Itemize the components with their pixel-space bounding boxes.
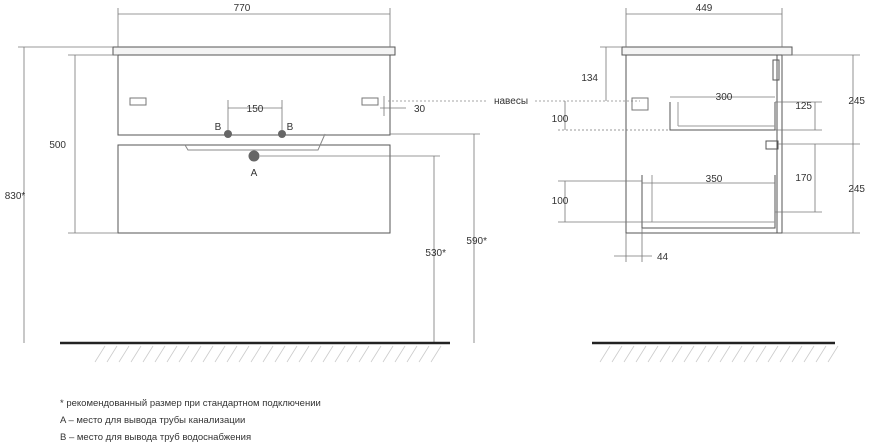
floor-hatch-line	[202, 345, 214, 363]
marker-b-left-label: B	[215, 122, 222, 133]
floor-hatch-line	[683, 345, 695, 363]
front-width-label: 770	[234, 3, 251, 14]
floor-to-body-label: 590*	[466, 236, 487, 247]
floor-hatch-line	[262, 345, 274, 363]
front-handle	[184, 133, 326, 151]
floor-hatch-line	[671, 345, 683, 363]
floor-hatch-line	[166, 345, 178, 363]
marker-b-right-label: B	[287, 122, 294, 133]
front-floor	[60, 341, 450, 363]
floor-hatch-line	[755, 345, 767, 363]
side-depth-label: 449	[696, 3, 713, 14]
floor-hatch-line	[635, 345, 647, 363]
floor-hatch-line	[791, 345, 803, 363]
front-dimensions	[18, 8, 480, 343]
hinges-label: навесы	[494, 96, 528, 107]
floor-hatch-line	[599, 345, 611, 363]
floor-hatch-line	[623, 345, 635, 363]
side-dimensions	[558, 8, 860, 262]
floor-hatch-line	[118, 345, 130, 363]
floor-hatch-line	[767, 345, 779, 363]
front-left-bracket	[129, 97, 147, 106]
floor-hatch-line	[178, 345, 190, 363]
floor-hatch-line	[130, 345, 142, 363]
upper-section-label: 245	[848, 96, 865, 107]
lower-drawer	[641, 175, 776, 229]
floor-hatch-line	[346, 345, 358, 363]
floor-hatch-line	[695, 345, 707, 363]
front-upper-panel	[117, 54, 391, 136]
lower-drawer-depth-label: 350	[706, 174, 723, 185]
floor-hatch-line	[382, 345, 394, 363]
floor-hatch-line	[827, 345, 839, 363]
floor-hatch-line	[394, 345, 406, 363]
floor-hatch-line	[707, 345, 719, 363]
floor-hatch-line	[94, 345, 106, 363]
floor-hatch-line	[322, 345, 334, 363]
shelf-offset-label: 30	[414, 104, 426, 115]
pipe-a	[248, 150, 260, 162]
pipe-b-right	[278, 130, 286, 138]
floor-hatch-line	[358, 345, 370, 363]
total-height-label: 830*	[5, 191, 26, 202]
bottom-offset-label: 44	[657, 252, 669, 263]
side-hinge-block	[772, 59, 780, 81]
side-view	[621, 46, 793, 234]
floor-hatch-line	[334, 345, 346, 363]
upper-drawer-depth-label: 300	[716, 92, 733, 103]
note-b: B – место для вывода труб водоснабжения	[60, 432, 252, 443]
side-floor	[592, 341, 839, 363]
floor-hatch-line	[406, 345, 418, 363]
side-hinge-bracket	[631, 97, 649, 111]
pipe-spacing-label: 150	[247, 104, 264, 115]
floor-hatch-line	[238, 345, 250, 363]
floor-hatch-line	[418, 345, 430, 363]
floor-hatch-line	[142, 345, 154, 363]
side-countertop	[621, 46, 793, 56]
upper-drawer-height-label: 125	[795, 101, 812, 112]
floor-hatch-line	[250, 345, 262, 363]
note-recommended: * рекомендованный размер при стандартном…	[60, 398, 321, 409]
lower-section-label: 245	[848, 184, 865, 195]
front-view	[112, 46, 396, 234]
floor-hatch-line	[286, 345, 298, 363]
floor-hatch-line	[803, 345, 815, 363]
upper-drawer	[669, 102, 776, 131]
floor-hatch-line	[190, 345, 202, 363]
floor-hatch-line	[274, 345, 286, 363]
floor-hatch-line	[743, 345, 755, 363]
body-height-label: 500	[49, 140, 66, 151]
front-countertop	[112, 46, 396, 56]
floor-hatch-line	[659, 345, 671, 363]
floor-hatch-line	[719, 345, 731, 363]
lower-drawer-height-label: 170	[795, 173, 812, 184]
floor-hatch-line	[370, 345, 382, 363]
floor-hatch-line	[106, 345, 118, 363]
floor-hatch-line	[647, 345, 659, 363]
side-body	[625, 54, 783, 234]
hinge-offset-label: 100	[552, 114, 569, 125]
lower-offset-label: 100	[552, 196, 569, 207]
pipe-b-left	[224, 130, 232, 138]
floor-hatch-line	[298, 345, 310, 363]
floor-hatch-line	[226, 345, 238, 363]
floor-to-outlet-label: 530*	[425, 248, 446, 259]
side-handle	[765, 140, 779, 150]
floor-hatch-line	[214, 345, 226, 363]
floor-hatch-line	[430, 345, 442, 363]
floor-hatch-line	[731, 345, 743, 363]
floor-hatch-line	[154, 345, 166, 363]
floor-hatch-line	[815, 345, 827, 363]
floor-hatch-line	[779, 345, 791, 363]
floor-hatch-line	[611, 345, 623, 363]
note-a: A – место для вывода трубы канализации	[60, 415, 246, 426]
front-drawer-panel	[117, 144, 391, 234]
marker-a-label: A	[251, 168, 258, 179]
hinge-height-label: 134	[581, 73, 598, 84]
floor-hatch-line	[310, 345, 322, 363]
front-right-bracket	[361, 97, 379, 106]
